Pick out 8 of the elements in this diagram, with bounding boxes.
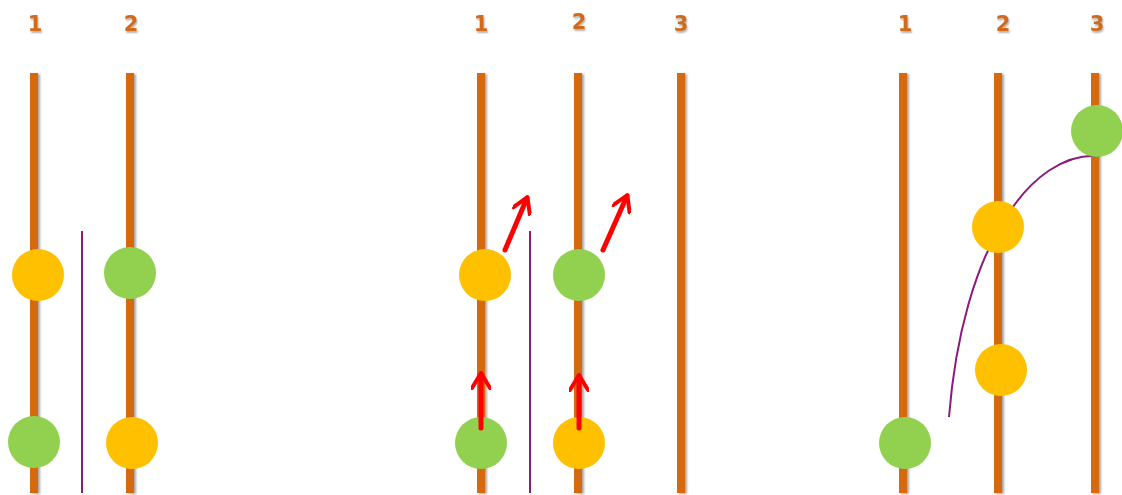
rod-number: 1 xyxy=(27,14,43,35)
rod-number: 2 xyxy=(571,12,587,33)
rod-number: 2 xyxy=(995,14,1011,35)
rod-number: 1 xyxy=(897,14,913,35)
rod-number: 1 xyxy=(473,14,489,35)
rod-number: 2 xyxy=(123,14,139,35)
rod-number: 3 xyxy=(1089,14,1105,35)
rod-number: 3 xyxy=(673,14,689,35)
